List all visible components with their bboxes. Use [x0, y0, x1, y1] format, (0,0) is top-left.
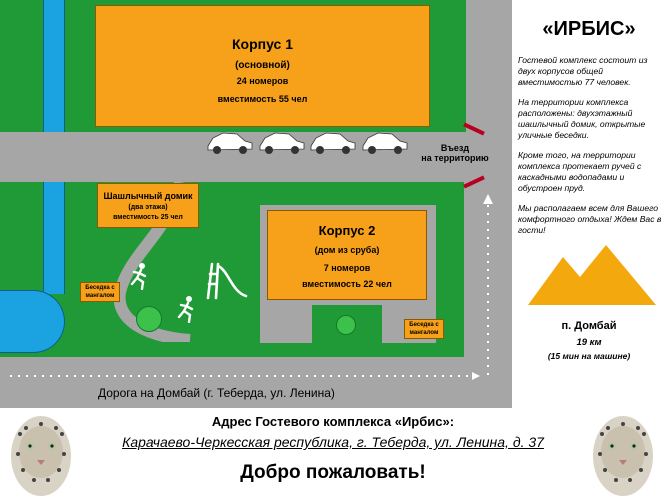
gazebo-right-label-2: мангалом — [409, 330, 439, 336]
bbq-house[interactable]: Шашлычный домик (два этажа) вместимость … — [97, 183, 199, 228]
running-person-icon — [177, 296, 194, 323]
dombay-distance: 19 км — [576, 337, 602, 348]
building-2-rooms: 7 номеров — [323, 263, 371, 273]
bbq-house-title: Шашлычный домик — [103, 191, 193, 201]
dombay-name: п. Домбай — [561, 320, 617, 332]
bbq-house-capacity: вместимость 25 чел — [113, 214, 183, 221]
building-1[interactable]: Корпус 1 (основной) 24 номеров вместимос… — [95, 5, 430, 127]
gazebo-left-label-1: Беседка с — [85, 285, 115, 291]
lawn-right-top — [432, 0, 462, 132]
playground-slide-icon — [206, 262, 248, 300]
entrance-label: Въезд на территорию — [405, 143, 505, 163]
river-lower — [43, 182, 65, 294]
fence-top — [462, 0, 466, 132]
car-icon — [207, 132, 253, 154]
gazebo-left-label-2: мангалом — [85, 293, 115, 299]
car-icon — [310, 132, 356, 154]
gate-bar-bottom — [463, 175, 485, 189]
road-label: Дорога на Домбай (г. Теберда, ул. Ленина… — [98, 386, 335, 400]
building-2-capacity: вместимость 22 чел — [302, 279, 392, 289]
snow-leopard-icon — [11, 416, 71, 496]
flowerbed-right — [336, 315, 356, 335]
building-2[interactable]: Корпус 2 (дом из сруба) 7 номеров вмести… — [267, 210, 427, 300]
building-1-subtitle: (основной) — [235, 60, 290, 71]
snow-leopard-icon — [593, 416, 653, 496]
mountains-icon — [528, 245, 656, 305]
building-2-subtitle: (дом из сруба) — [314, 245, 380, 255]
dombay-time: (15 мин на машине) — [547, 351, 631, 361]
river — [43, 0, 65, 132]
route-arrow — [10, 194, 493, 380]
info-title: «ИРБИС» — [542, 18, 636, 40]
address-text: Карачаево-Черкесская республика, г. Тебе… — [122, 434, 544, 450]
flowerbed-left — [136, 306, 162, 332]
entrance-label-line2: на территорию — [421, 153, 489, 163]
address-label: Адрес Гостевого комплекса «Ирбис»: — [211, 414, 455, 429]
info-paragraph: Гостевой комплекс состоит из двух корпус… — [518, 55, 648, 87]
bbq-house-subtitle: (два этажа) — [128, 204, 168, 211]
running-person-icon — [130, 263, 147, 290]
footer: Адрес Гостевого комплекса «Ирбис»: Карач… — [0, 408, 666, 500]
building-1-capacity: вместимость 55 чел — [217, 94, 308, 104]
car-icon — [362, 132, 408, 154]
info-panel: «ИРБИС» Гостевой комплекс состоит из дву… — [512, 0, 666, 408]
welcome-text: Добро пожаловать! — [240, 462, 426, 483]
car-icon — [259, 132, 305, 154]
gate-bar-top — [463, 122, 485, 136]
info-paragraph: Кроме того, на территории комплекса прот… — [518, 150, 642, 193]
gazebo-left[interactable]: Беседка с мангалом — [80, 282, 120, 302]
info-paragraph: Мы располагаем всем для Вашего комфортно… — [518, 203, 662, 235]
gazebo-right-label-1: Беседка с — [409, 322, 439, 328]
territory-map: Корпус 1 (основной) 24 номеров вместимос… — [0, 0, 512, 408]
building-1-rooms: 24 номеров — [236, 76, 289, 86]
building-1-title: Корпус 1 — [231, 36, 293, 52]
building-2-title: Корпус 2 — [318, 223, 376, 238]
pond — [0, 290, 65, 353]
info-paragraph: На территории комплекса расположены: дву… — [518, 97, 646, 140]
gazebo-right[interactable]: Беседка с мангалом — [404, 319, 444, 339]
info-text: Гостевой комплекс состоит из двух корпус… — [518, 55, 662, 236]
entrance-label-line1: Въезд — [440, 143, 470, 153]
